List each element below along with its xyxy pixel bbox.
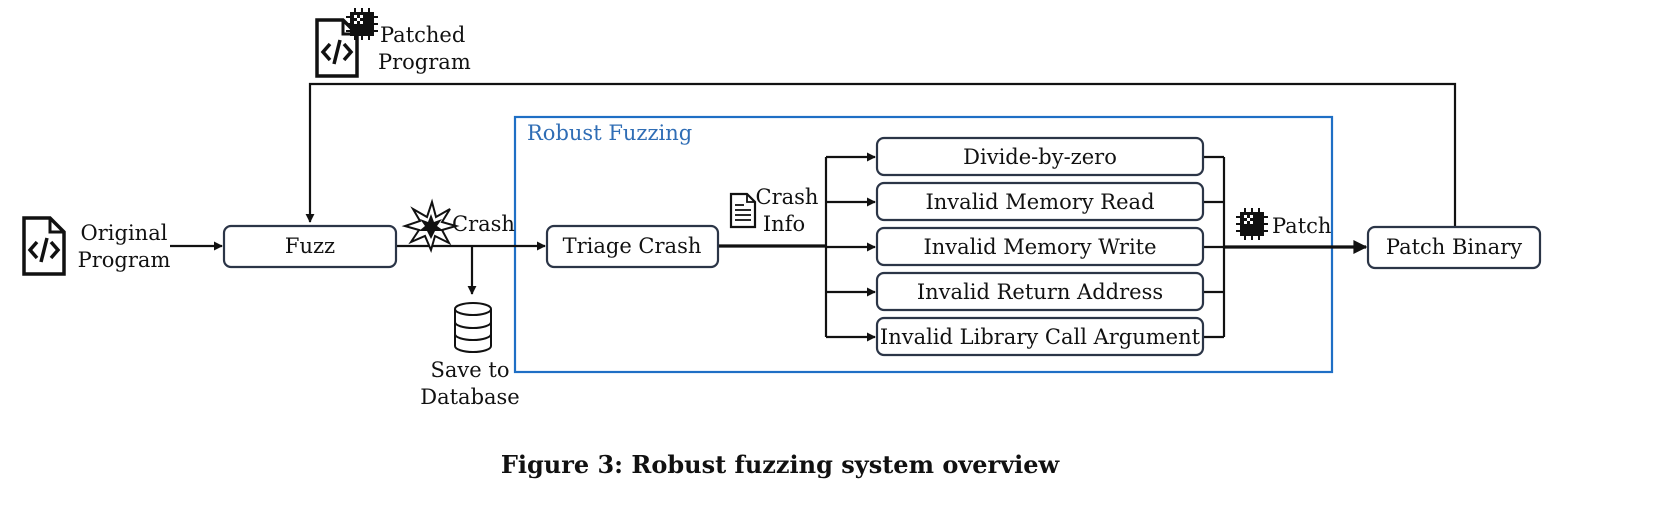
feedback-arrow [305, 82, 1457, 226]
crash-label: Crash [452, 212, 515, 236]
save-to-database-label: Database [420, 385, 519, 409]
explosion-icon [401, 198, 460, 253]
figure-caption: Figure 3: Robust fuzzing system overview [501, 450, 1061, 479]
fuzz-node [222, 224, 398, 269]
crash-type-label: Invalid Return Address [917, 280, 1163, 304]
patch-binary-node [1366, 225, 1542, 270]
crash-type-node [875, 271, 1205, 312]
patch-label: Patch [1272, 214, 1331, 238]
crash-type-node [875, 181, 1205, 222]
crash-type-node [875, 316, 1205, 357]
database-icon [454, 302, 492, 353]
triage-crash-label: Triage Crash [563, 234, 702, 258]
chip-icon [1235, 207, 1269, 241]
save-to-database-label: Save to [431, 358, 510, 382]
crash-type-list: Divide-by-zero Invalid Memory Read Inval… [875, 136, 1205, 357]
crash-type-node [875, 226, 1205, 267]
code-file-icon [22, 216, 66, 276]
robust-fuzzing-region [513, 115, 1334, 374]
crash-type-label: Invalid Memory Write [923, 235, 1156, 259]
crash-info-label: Crash [756, 185, 819, 209]
crash-type-node [875, 136, 1205, 177]
crash-info-label: Info [763, 212, 805, 236]
triage-crash-node [545, 224, 720, 269]
patch-binary-label: Patch Binary [1386, 235, 1522, 259]
original-program-label: Original [81, 221, 168, 245]
region-label: Robust Fuzzing [527, 121, 692, 145]
crash-type-label: Invalid Memory Read [925, 190, 1154, 214]
chip-icon [345, 7, 379, 41]
document-icon [729, 192, 757, 229]
patched-program-label: Patched [380, 23, 465, 47]
patched-program-label: Program [378, 50, 471, 74]
fuzz-label: Fuzz [285, 234, 335, 258]
crash-type-label: Invalid Library Call Argument [880, 325, 1201, 349]
crash-type-label: Divide-by-zero [963, 145, 1117, 169]
original-program-label: Program [78, 248, 171, 272]
